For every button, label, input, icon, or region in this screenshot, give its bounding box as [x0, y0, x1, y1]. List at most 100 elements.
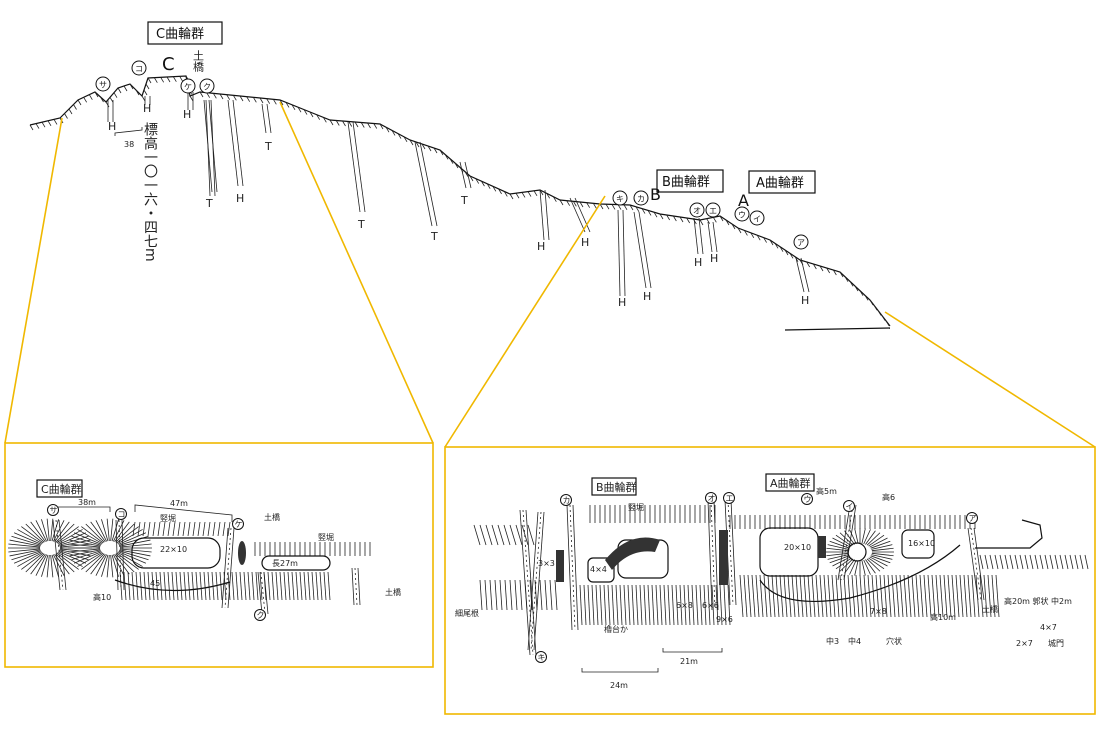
inset-b-title-box: [591, 477, 637, 496]
plan-hatch: [587, 584, 591, 626]
hatch-tick: [839, 271, 844, 278]
hatch-tick: [166, 76, 171, 83]
plan-hatch: [687, 584, 691, 626]
plan-hatch: [829, 540, 850, 549]
inset-ba-mark-circle: [843, 500, 855, 512]
hatch-tick: [725, 219, 730, 226]
plan-hatch: [25, 523, 45, 543]
plan-hatch: [101, 554, 109, 577]
plan-hatch: [81, 552, 104, 570]
plan-hatch: [171, 571, 175, 601]
ridge-line: [29, 75, 891, 327]
plan-hatch: [959, 574, 964, 618]
plan-hatch: [175, 571, 179, 601]
inset-ba-dimension: 9×6: [716, 615, 733, 624]
plan-hatch: [861, 528, 866, 544]
plan-hatch: [983, 574, 988, 618]
moat-marker-h: H: [236, 192, 244, 205]
moat-line: [414, 141, 433, 227]
moat-edge: [533, 511, 545, 651]
plan-hatch: [1054, 554, 1059, 570]
inset-c-hatching: [8, 518, 371, 615]
inset-ba-mark: ア: [969, 514, 977, 523]
hatch-tick: [212, 93, 217, 99]
moat-line: [569, 197, 586, 233]
plan-hatch: [499, 579, 503, 611]
hatch-tick: [141, 95, 146, 102]
inset-a-round-pit: [847, 542, 867, 562]
plan-hatch: [251, 571, 255, 601]
plan-hatch: [199, 571, 203, 601]
hatch-tick: [303, 109, 308, 115]
plan-hatch: [283, 571, 287, 601]
plan-hatch: [9, 549, 41, 557]
hatch-tick: [586, 202, 591, 208]
plan-hatch: [823, 574, 828, 618]
plan-hatch: [503, 524, 511, 546]
plan-hatch: [869, 556, 888, 567]
plan-hatch: [119, 543, 152, 548]
plan-hatch: [50, 554, 54, 578]
inset-c-mark-circle: [254, 609, 266, 621]
hatch-tick: [246, 96, 251, 102]
plan-hatch: [631, 584, 635, 626]
inset-a-moat-fill: [818, 536, 826, 558]
hatch-tick: [373, 123, 378, 129]
slope-hatching: [29, 75, 890, 327]
hatch-tick: [403, 136, 408, 143]
moat-line: [622, 209, 626, 297]
plan-hatch: [227, 521, 231, 537]
hatch-tick: [354, 121, 359, 128]
inset-c-mark: サ: [50, 506, 58, 515]
hatch-tick: [160, 77, 165, 83]
plan-hatch: [999, 554, 1004, 570]
plan-hatch: [919, 574, 924, 618]
plan-hatch: [112, 554, 125, 576]
plan-hatch: [50, 518, 54, 542]
plan-hatch: [207, 521, 211, 537]
inset-c-mark: コ: [118, 510, 126, 519]
inset-ba-mark-circle: [801, 493, 813, 505]
plan-hatch: [591, 584, 595, 626]
plan-hatch: [915, 574, 920, 618]
plan-hatch: [59, 539, 91, 547]
plan-hatch: [1049, 554, 1054, 570]
kuruwa-mark-label: ウ: [738, 211, 746, 220]
plan-hatch: [623, 584, 627, 626]
inset-ba-note: 土橋: [982, 604, 998, 614]
hatch-tick: [360, 122, 365, 128]
inset-c-note: 竪堀: [318, 533, 334, 542]
moat-line: [208, 99, 218, 193]
plan-hatch: [771, 574, 776, 618]
hatch-tick: [869, 299, 874, 306]
plan-hatch: [77, 552, 103, 567]
plan-hatch: [118, 532, 147, 545]
inset-ba-note: 高10m: [930, 612, 956, 622]
hatch-tick: [812, 263, 817, 270]
hatch-tick: [492, 186, 497, 192]
plan-hatch: [155, 571, 159, 601]
dimension-38: 38: [124, 140, 134, 149]
plan-hatch: [635, 584, 639, 626]
plan-hatch: [116, 552, 139, 570]
plan-hatch: [202, 521, 206, 537]
moat-edge: [566, 504, 573, 631]
inset-a-kuruwa-east: [901, 529, 935, 559]
plan-hatch: [17, 552, 43, 567]
inset-ba-dimension: 20×10: [784, 543, 811, 552]
plan-hatch: [871, 547, 894, 552]
plan-hatch: [963, 574, 968, 618]
plan-hatch: [119, 549, 151, 557]
moat-marker-t: T: [357, 218, 365, 231]
inset-ba-note: 竪堀: [628, 503, 644, 512]
inset-c-dimension: 47m: [170, 499, 188, 508]
kuruwa-mark-circle: [705, 202, 721, 218]
plan-hatch: [182, 521, 186, 537]
plan-hatch: [627, 584, 631, 626]
plan-hatch: [739, 574, 744, 618]
hatch-tick: [819, 265, 824, 272]
hatch-tick: [322, 117, 327, 123]
moat-marker-h: H: [643, 290, 651, 303]
